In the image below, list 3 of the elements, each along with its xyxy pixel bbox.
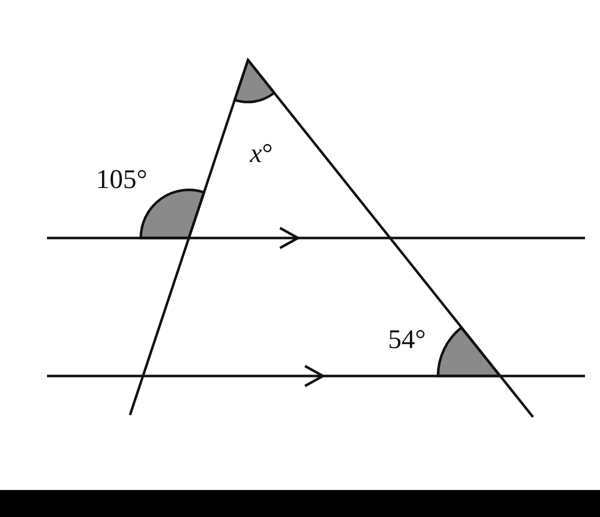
- angle-label: x°: [250, 140, 273, 167]
- angle-label: 54°: [388, 326, 426, 353]
- angle-label: 105°: [96, 166, 148, 193]
